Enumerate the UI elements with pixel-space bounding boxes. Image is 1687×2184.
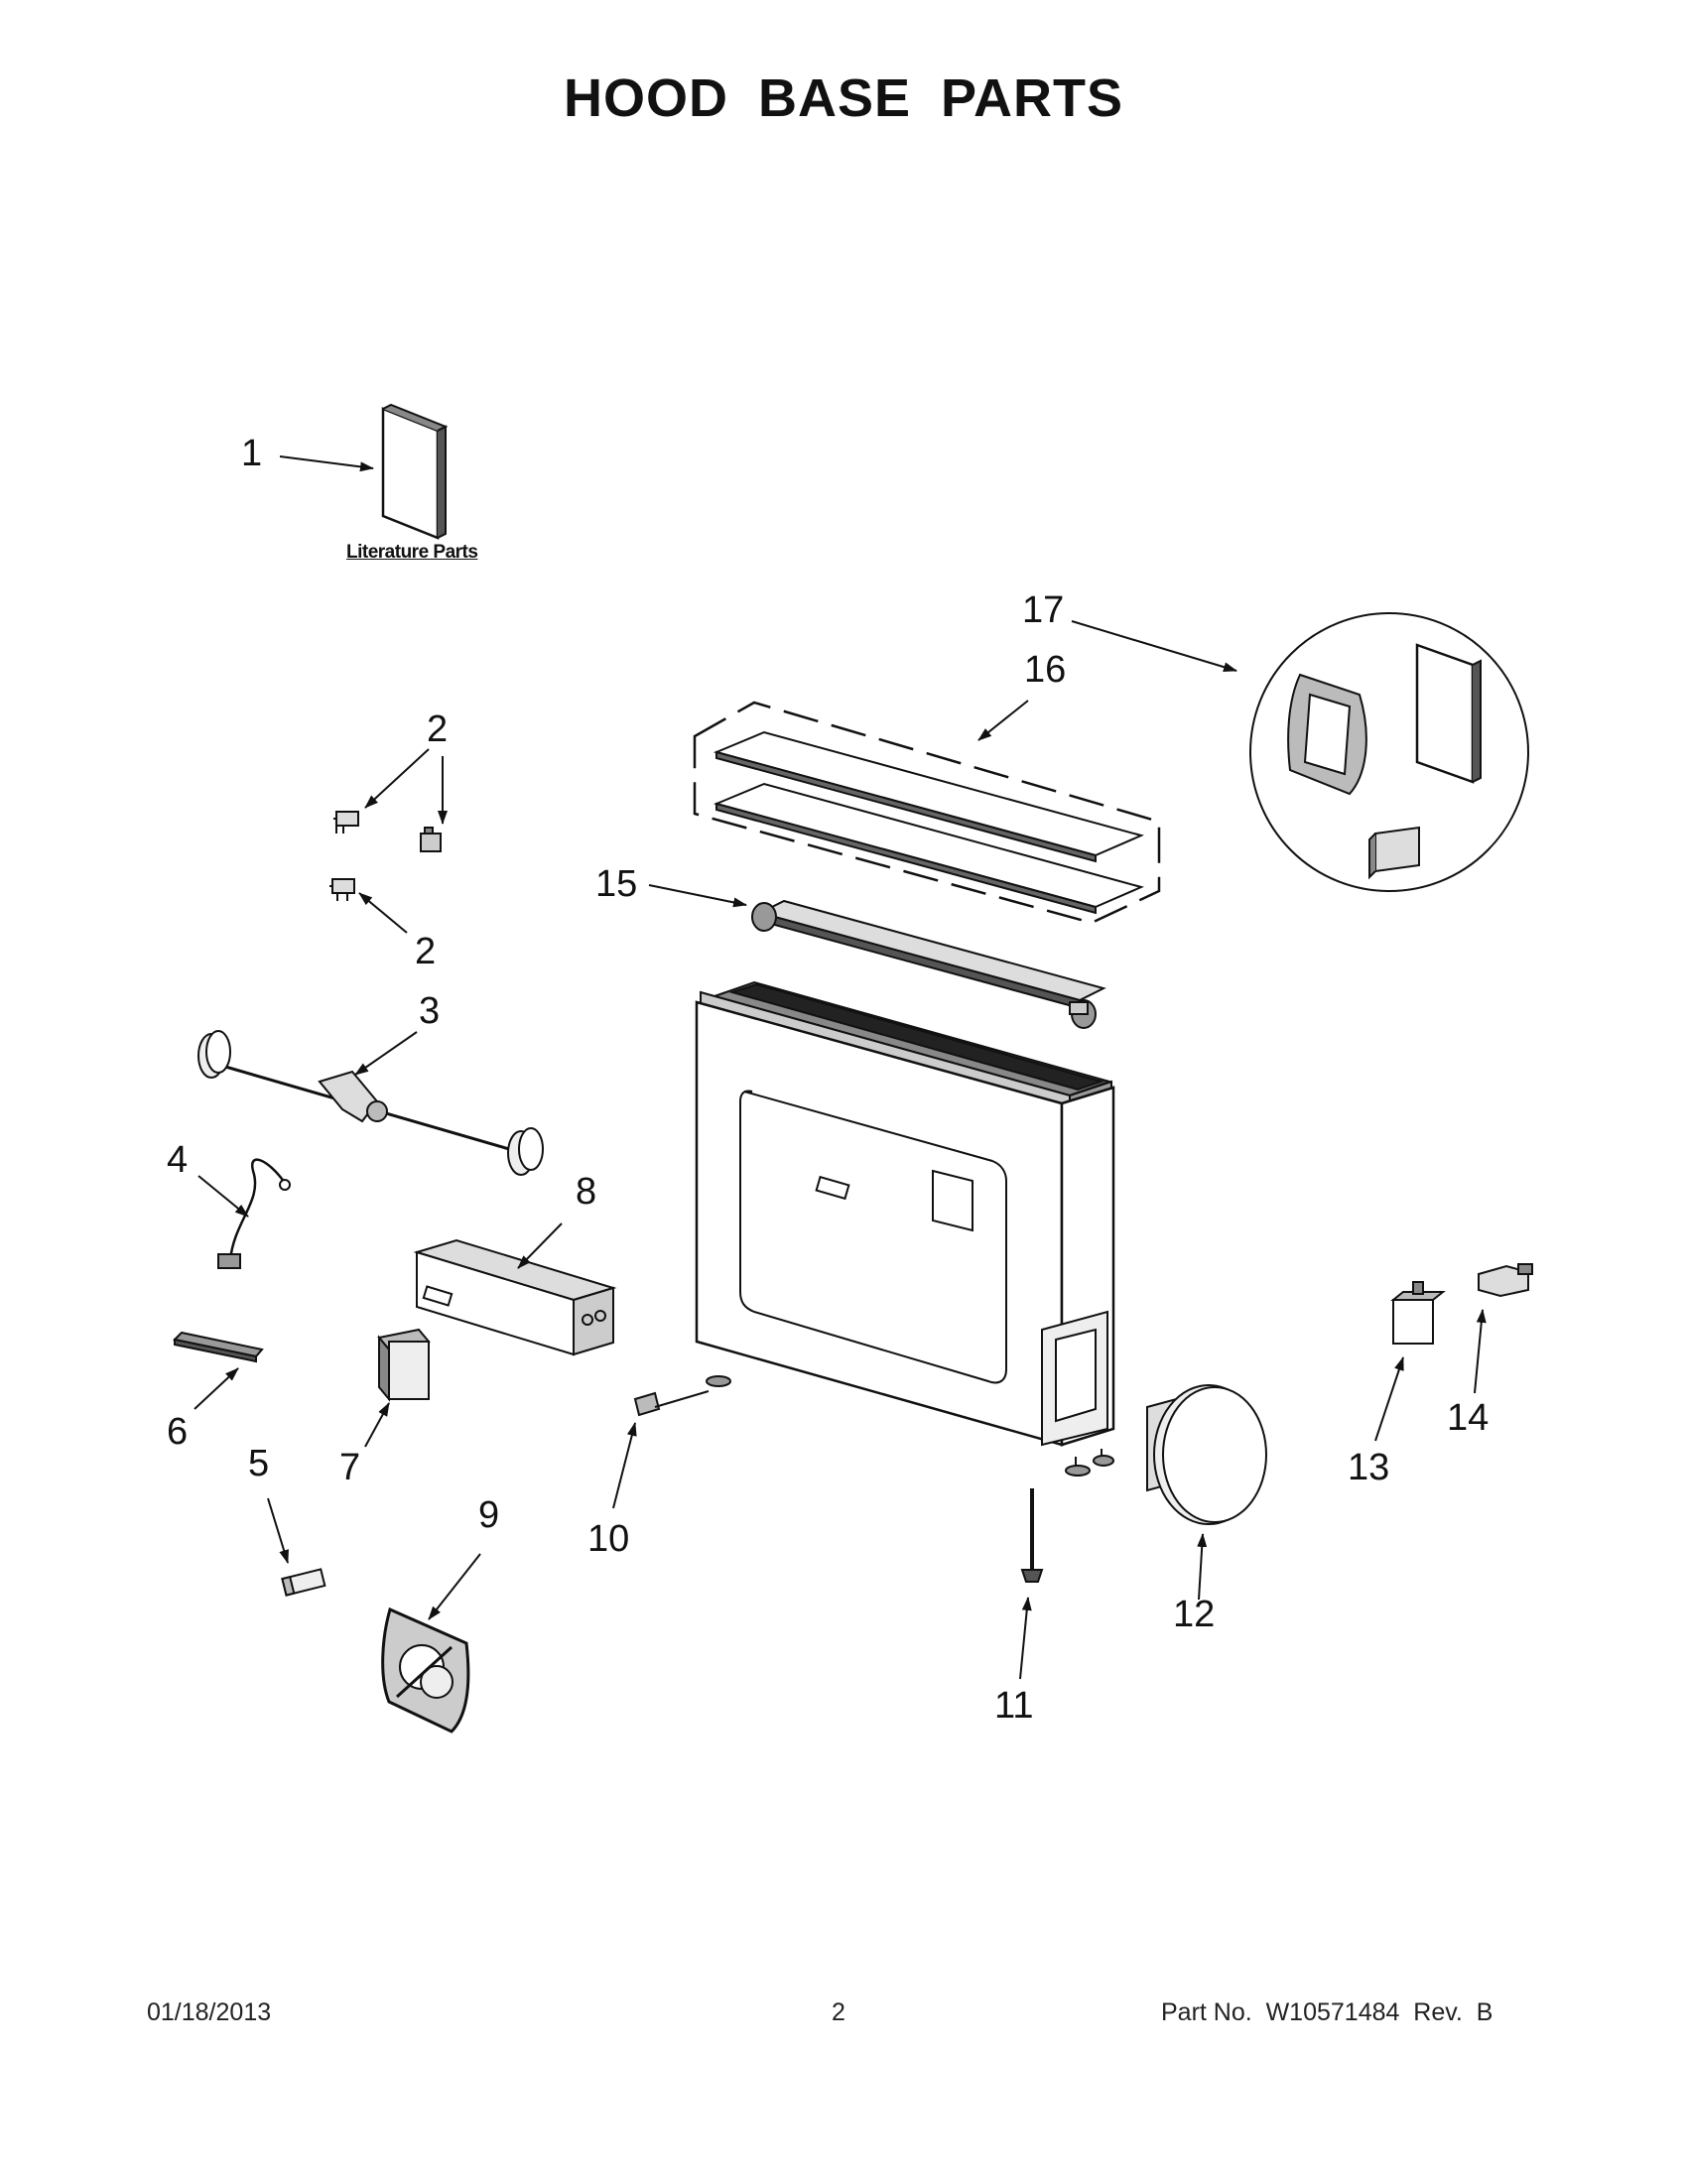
callout-5: 5 xyxy=(248,1443,270,1484)
mounting-strip xyxy=(172,1331,264,1363)
connector-block xyxy=(1478,1263,1533,1298)
callout-7: 7 xyxy=(339,1447,361,1488)
insulation-block xyxy=(377,1328,431,1402)
leader-line-9 xyxy=(428,1553,481,1620)
blower-fan xyxy=(381,1606,470,1734)
leader-line-11 xyxy=(1019,1597,1032,1680)
callout-15: 15 xyxy=(595,863,638,905)
leader-line-6 xyxy=(194,1367,239,1410)
wire-harness xyxy=(217,1158,291,1269)
page-title: HOOD BASE PARTS xyxy=(563,68,1124,128)
leader-line-4 xyxy=(197,1175,249,1218)
leader-line-15 xyxy=(648,884,747,908)
callout-16: 16 xyxy=(1024,649,1067,691)
leader-line-10 xyxy=(612,1422,637,1509)
callout-8: 8 xyxy=(576,1171,597,1213)
callout-12: 12 xyxy=(1173,1594,1216,1635)
literature-parts-label: Literature Parts xyxy=(346,542,478,563)
leader-line-3 xyxy=(354,1031,418,1076)
damper-rod-assembly xyxy=(197,1030,544,1176)
fuse xyxy=(281,1568,326,1597)
duct-transition xyxy=(1146,1384,1267,1525)
callout-6: 6 xyxy=(167,1411,189,1453)
footer-page-number: 2 xyxy=(832,1998,845,2026)
leader-line-8 xyxy=(517,1222,563,1269)
callout-2-top: 2 xyxy=(427,708,449,750)
leader-line-1 xyxy=(279,455,374,472)
micro-switch-bottom xyxy=(329,878,355,901)
leader-line-5 xyxy=(267,1497,289,1564)
leader-line-2a xyxy=(364,748,430,809)
micro-switch-right xyxy=(420,827,442,852)
literature-booklet xyxy=(381,403,449,540)
thermostat-clip xyxy=(633,1390,710,1417)
leader-line-17 xyxy=(1071,620,1237,673)
relay xyxy=(1390,1281,1446,1345)
callout-13: 13 xyxy=(1348,1447,1390,1488)
callout-14: 14 xyxy=(1447,1397,1490,1439)
leader-line-14 xyxy=(1474,1309,1487,1394)
detail-circle-hardware xyxy=(1249,612,1529,892)
caster-rail xyxy=(751,899,1106,1029)
callout-10: 10 xyxy=(587,1518,630,1560)
callout-2-bottom: 2 xyxy=(415,931,437,972)
leader-line-7 xyxy=(364,1402,390,1448)
callout-3: 3 xyxy=(419,990,441,1032)
leader-line-2c xyxy=(358,892,408,934)
callout-4: 4 xyxy=(167,1139,189,1181)
micro-switch-top xyxy=(333,811,359,834)
footer-part-number: Part No. W10571484 Rev. B xyxy=(1161,1998,1493,2026)
leader-line-16 xyxy=(977,700,1029,741)
callout-1: 1 xyxy=(241,433,263,474)
hood-base-housing xyxy=(695,980,1115,1477)
leader-line-13 xyxy=(1374,1356,1404,1442)
callout-9: 9 xyxy=(478,1494,500,1536)
leader-line-12 xyxy=(1197,1533,1208,1601)
callout-17: 17 xyxy=(1022,589,1065,631)
footer-date: 01/18/2013 xyxy=(147,1998,272,2026)
leveling-leg xyxy=(1020,1488,1044,1583)
control-box xyxy=(413,1238,617,1356)
filter-panel-group xyxy=(693,701,1161,925)
callout-11: 11 xyxy=(994,1685,1034,1727)
